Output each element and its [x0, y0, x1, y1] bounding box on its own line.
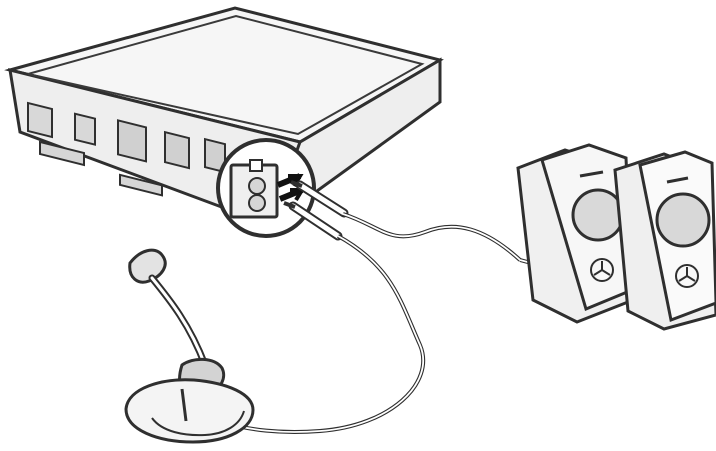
speaker-icon: [518, 145, 716, 329]
microphone-icon: [126, 250, 253, 442]
